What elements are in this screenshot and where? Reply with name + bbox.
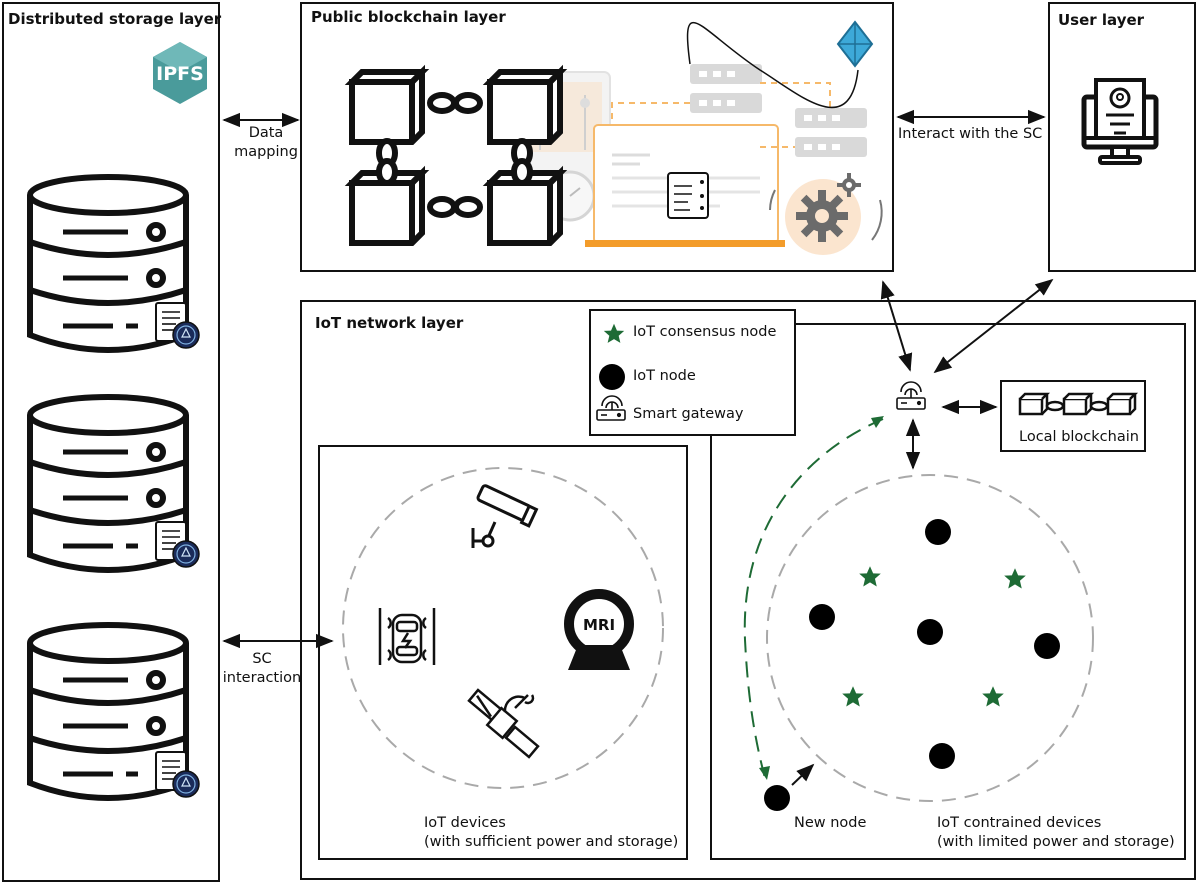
local-blockchain-box — [1000, 380, 1146, 452]
iot-layer-title: IoT network layer — [315, 314, 464, 332]
legend-gateway-icon — [596, 395, 626, 421]
iot-node — [929, 743, 955, 769]
local-blockchain-label: Local blockchain — [1019, 429, 1139, 445]
satellite-icon — [467, 688, 540, 759]
iot-node — [917, 619, 943, 645]
new-node-label: New node — [794, 815, 867, 831]
new-iot-node — [764, 785, 790, 811]
ipfs-logo-icon: IPFS — [153, 42, 207, 104]
iot-devices-caption: IoT devices (with sufficient power and s… — [424, 814, 678, 852]
registration-path-head-bottom — [759, 766, 770, 780]
legend-consensus-label: IoT consensus node — [633, 324, 777, 340]
iot-consensus-node — [982, 686, 1004, 707]
iot-devices-panel — [318, 445, 688, 860]
public-blockchain-layer — [300, 2, 894, 272]
legend-node-label: IoT node — [633, 368, 696, 384]
mri-label: MRI — [583, 616, 615, 634]
database-icon-3 — [27, 622, 189, 801]
constrained-devices-boundary — [766, 474, 1094, 802]
storage-layer-title: Distributed storage layer — [8, 10, 222, 28]
iot-devices-caption-line2: (with sufficient power and storage) — [424, 834, 679, 850]
iot-node — [809, 604, 835, 630]
gateway-user-arrow — [933, 278, 1054, 374]
security-camera-icon — [471, 484, 539, 548]
legend-iot-node-icon — [599, 364, 625, 390]
database-icon-2 — [27, 394, 189, 573]
gateway-blockchain-arrow — [880, 280, 913, 372]
electric-car-icon — [378, 608, 436, 665]
iot-consensus-node — [1004, 568, 1026, 589]
user-monitor-icon — [1081, 78, 1159, 165]
iot-node — [925, 519, 951, 545]
iot-node — [1034, 633, 1060, 659]
sc-interaction-line1: SC — [252, 651, 272, 667]
user-layer-title: User layer — [1058, 11, 1145, 29]
user-layer — [1048, 2, 1196, 272]
data-mapping-line2: mapping — [234, 144, 298, 160]
data-mapping-label: Data mapping — [230, 124, 302, 162]
iot-devices-caption-line1: IoT devices — [424, 815, 506, 831]
signed-document-icon-2 — [155, 521, 200, 568]
blockchain-layer-title: Public blockchain layer — [311, 8, 506, 26]
legend-gateway-label: Smart gateway — [633, 406, 744, 422]
iot-consensus-node — [859, 566, 881, 587]
data-mapping-line1: Data — [248, 125, 284, 141]
ipfs-logo-text: IPFS — [156, 63, 204, 85]
new-node-join-arrow — [791, 763, 815, 786]
registration-path-arrow — [743, 418, 884, 779]
iot-network-layer — [300, 300, 1196, 880]
sc-interaction-label: SC interaction — [222, 650, 302, 688]
local-blockchain-chain-icon — [1018, 392, 1139, 416]
signed-document-icon-1 — [155, 302, 200, 349]
legend-consensus-star-icon — [603, 323, 625, 343]
smart-gateway-icon — [896, 381, 926, 410]
distributed-storage-layer — [2, 2, 220, 882]
interact-sc-label: Interact with the SC — [898, 126, 1043, 142]
signed-document-icon-3 — [155, 751, 200, 798]
blockchain-chain-icon — [344, 64, 568, 246]
constrained-caption-line1: IoT contrained devices — [937, 815, 1102, 831]
smart-contract-illustration — [519, 20, 883, 255]
iot-consensus-node — [842, 686, 864, 707]
iot-devices-boundary — [342, 467, 664, 789]
sc-interaction-line2: interaction — [222, 670, 302, 686]
registration-path-head-top — [871, 416, 884, 428]
mri-scanner-icon: MRI — [564, 589, 634, 670]
constrained-caption-line2: (with limited power and storage) — [937, 834, 1175, 850]
constrained-caption: IoT contrained devices (with limited pow… — [937, 814, 1175, 852]
